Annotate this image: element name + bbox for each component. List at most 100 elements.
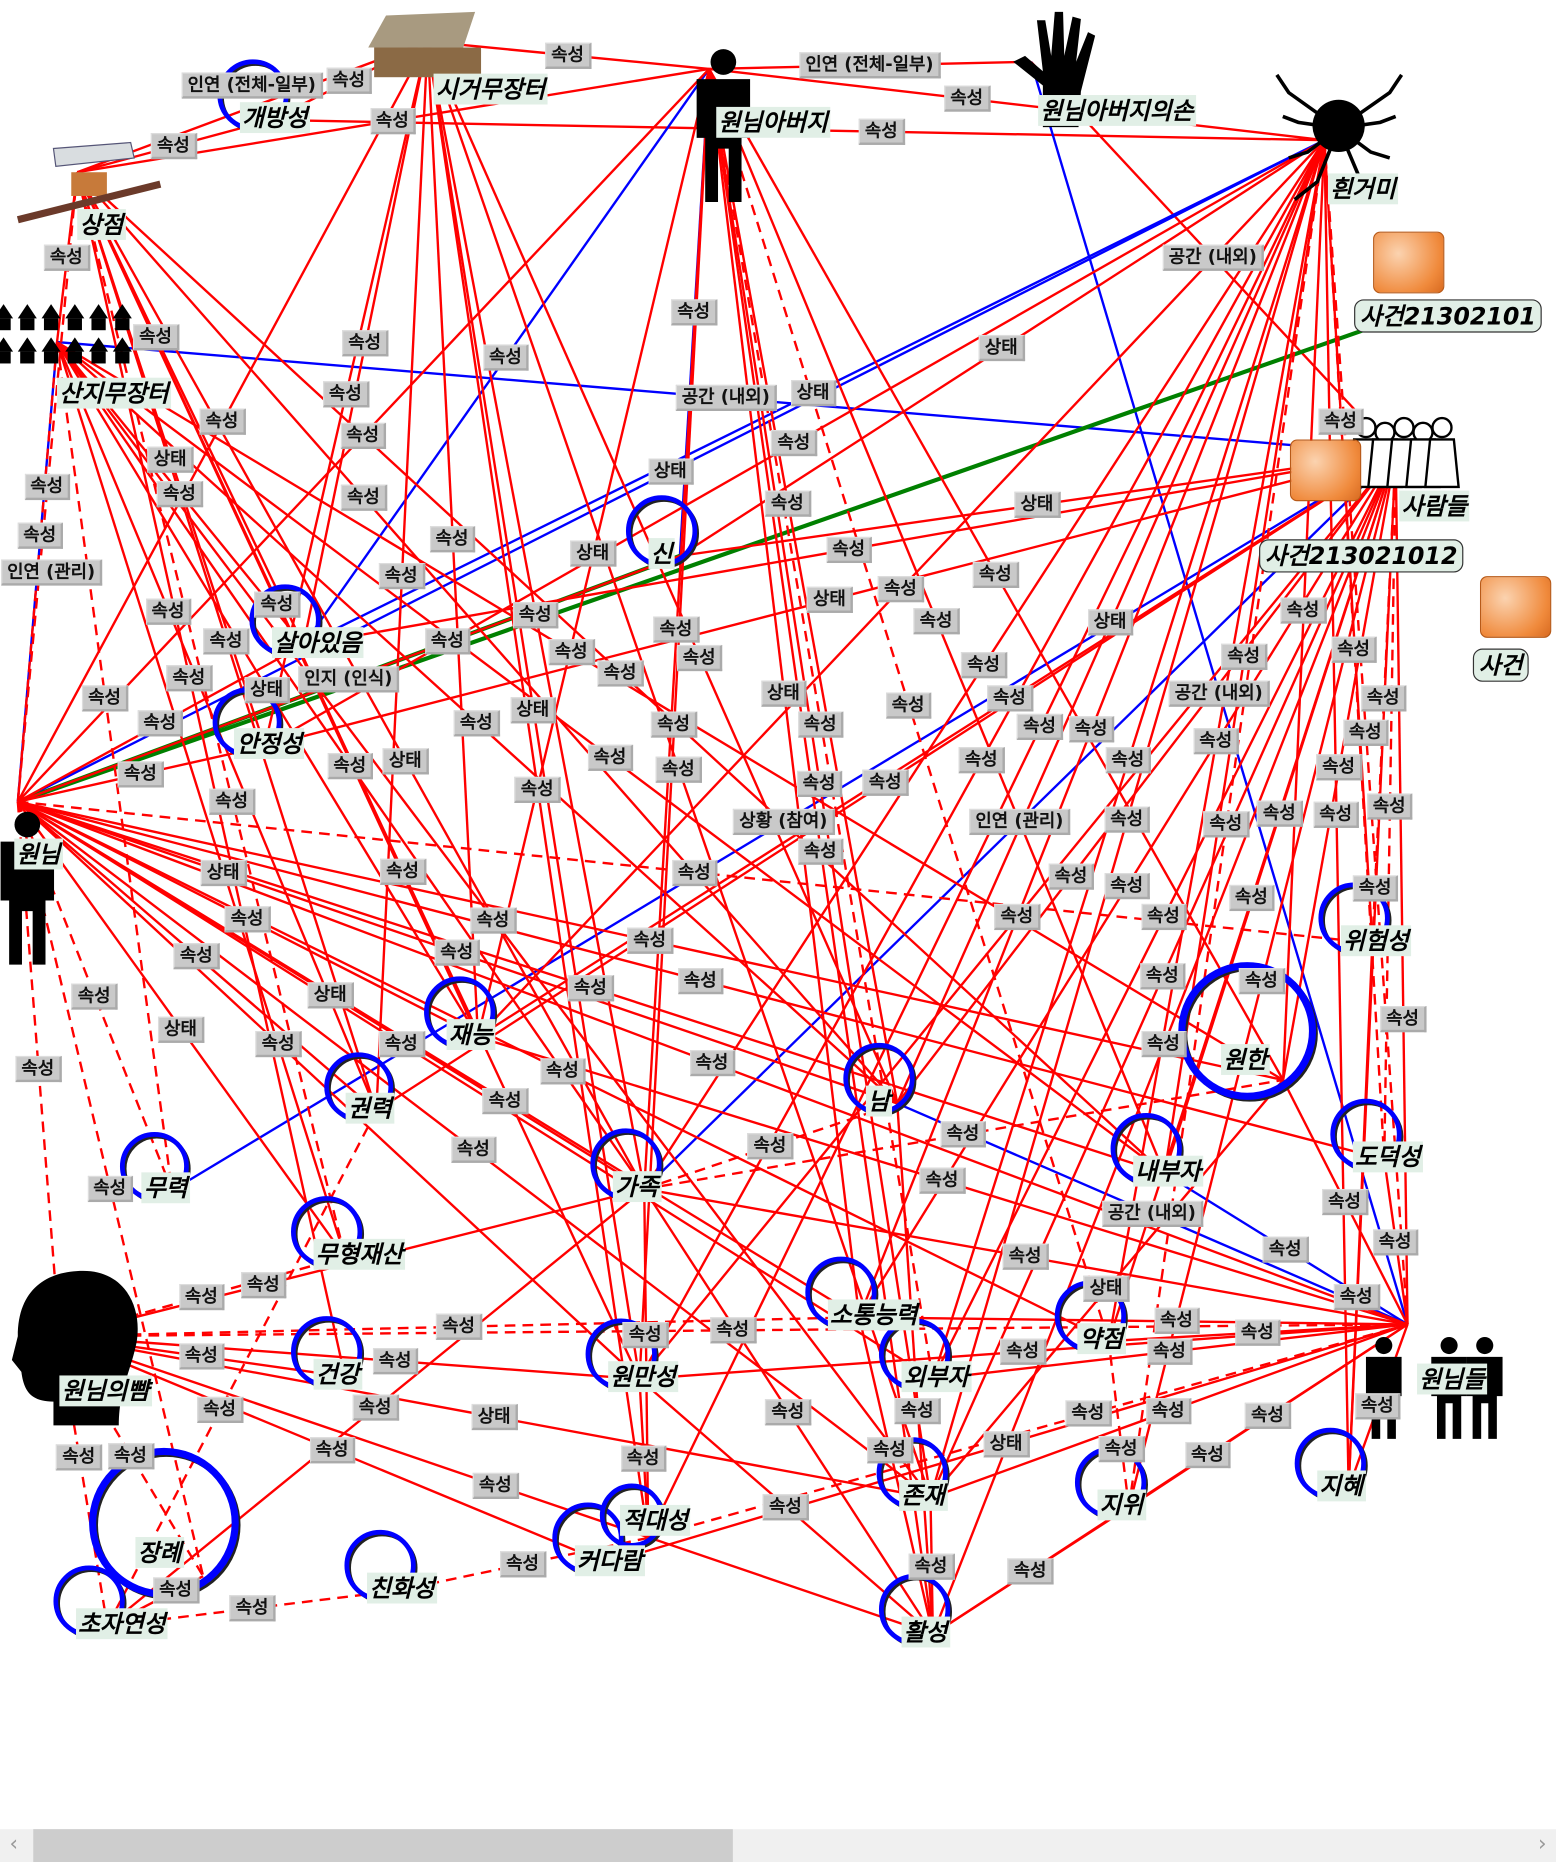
- edge-label: 상태: [471, 1403, 518, 1431]
- node-label-harmony[interactable]: 원만성: [607, 1360, 679, 1392]
- edge-label: 속성: [1221, 643, 1268, 670]
- node-label-talent[interactable]: 재능: [446, 1018, 495, 1050]
- edge-label: 속성: [765, 1398, 812, 1425]
- edge-label: 속성: [1000, 1338, 1047, 1365]
- edge-cheek-harmony: [59, 1335, 640, 1381]
- node-label-outsider[interactable]: 외부자: [901, 1360, 972, 1392]
- edge-label: 속성: [867, 1437, 913, 1464]
- node-label-health[interactable]: 건강: [313, 1358, 362, 1390]
- leg: [1337, 73, 1404, 130]
- node-label-intangible[interactable]: 무형재산: [313, 1238, 406, 1270]
- edge-label: 속성: [1147, 1338, 1193, 1365]
- edge-label: 공간 (내외): [675, 384, 777, 411]
- node-label-nam[interactable]: 남: [865, 1085, 893, 1117]
- node-label-status[interactable]: 지위: [1097, 1489, 1146, 1520]
- node-label-father[interactable]: 원님아버지: [716, 106, 831, 138]
- house-body: [0, 318, 11, 331]
- node-label-shop[interactable]: 상점: [77, 209, 126, 240]
- edge-label: 속성: [137, 710, 184, 737]
- edge-label: 속성: [689, 1050, 736, 1077]
- case-box-icon[interactable]: [1373, 231, 1445, 294]
- edge-label: 상황 (참여): [733, 809, 835, 836]
- case-label-case3[interactable]: 사건: [1472, 648, 1529, 682]
- edge-label: 속성: [369, 107, 416, 134]
- edge-label: 속성: [913, 608, 960, 635]
- node-label-big[interactable]: 커다람: [574, 1544, 645, 1576]
- edge-label: 속성: [500, 1551, 546, 1578]
- node-label-power[interactable]: 권력: [345, 1093, 395, 1125]
- node-label-wonnim[interactable]: 원님: [14, 838, 63, 870]
- node-label-insider[interactable]: 내부자: [1132, 1155, 1204, 1187]
- horizontal-scrollbar[interactable]: ‹ ›: [0, 1829, 1556, 1862]
- node-label-grudge[interactable]: 원한: [1221, 1044, 1270, 1075]
- node-label-exist[interactable]: 존재: [898, 1479, 948, 1511]
- edge-people-moral: [1383, 453, 1397, 1160]
- edge-label: 속성: [1380, 1006, 1427, 1033]
- node-label-cheek[interactable]: 원님의뺨: [59, 1375, 152, 1407]
- node-label-market[interactable]: 시거무장터: [433, 73, 548, 105]
- edge-label: 상태: [1087, 608, 1134, 635]
- edge-label: 속성: [1228, 884, 1275, 911]
- node-label-alive[interactable]: 살아있음: [271, 626, 364, 658]
- edge-label: 속성: [472, 1472, 519, 1499]
- edge-people-wonnims: [1394, 453, 1409, 1325]
- edge-label: 속성: [145, 598, 192, 625]
- edge-label: 상태: [647, 457, 694, 485]
- scroll-right-arrow-icon[interactable]: ›: [1537, 1831, 1547, 1857]
- edge-label: 속성: [436, 1313, 483, 1340]
- edge-label: 속성: [482, 1087, 529, 1114]
- node-label-comm[interactable]: 소통능력: [827, 1298, 920, 1330]
- node-label-village[interactable]: 산지무장터: [57, 377, 172, 409]
- node-label-funeral[interactable]: 장례: [135, 1537, 184, 1568]
- node-label-people[interactable]: 사람들: [1399, 490, 1470, 522]
- edge-label: 속성: [826, 536, 873, 563]
- edge-label: 상태: [570, 539, 617, 566]
- edge-status-weak: [1107, 1340, 1131, 1508]
- edge-label: 상태: [790, 379, 837, 406]
- case-label-case2[interactable]: 사건213021012: [1259, 539, 1464, 573]
- edge-wonnim-comm: [17, 800, 860, 1319]
- node-label-wisdom[interactable]: 지혜: [1317, 1470, 1366, 1501]
- house: [65, 337, 85, 352]
- node-label-wonnims[interactable]: 원님들: [1417, 1363, 1488, 1395]
- person-outline-body: [1424, 438, 1460, 489]
- node-label-openness[interactable]: 개방성: [239, 101, 311, 133]
- node-label-stable[interactable]: 안정성: [234, 728, 305, 760]
- edge-label: 상태: [200, 859, 247, 886]
- house-body: [0, 351, 11, 364]
- edge-label: 상태: [244, 676, 291, 703]
- edge-label: 속성: [653, 615, 700, 643]
- node-label-sin[interactable]: 신: [648, 537, 675, 569]
- node-label-active[interactable]: 활성: [901, 1616, 950, 1647]
- node-label-moral[interactable]: 도덕성: [1352, 1140, 1423, 1172]
- node-label-hostile[interactable]: 적대성: [620, 1504, 691, 1536]
- market-stall-icon: [368, 11, 482, 78]
- edge-label: 상태: [510, 697, 557, 724]
- node-label-spider[interactable]: 흰거미: [1327, 173, 1399, 205]
- edge-label: 속성: [429, 526, 476, 553]
- node-label-super[interactable]: 초자연성: [75, 1607, 168, 1639]
- node-label-danger[interactable]: 위험성: [1340, 924, 1412, 956]
- edge-label: 속성: [994, 903, 1041, 930]
- house-body: [67, 318, 82, 331]
- node-label-force[interactable]: 무력: [141, 1172, 191, 1204]
- spider-icon: [1275, 73, 1404, 201]
- edge-label: 속성: [424, 628, 471, 655]
- house-body: [43, 318, 59, 331]
- node-label-friendly[interactable]: 친화성: [366, 1572, 438, 1604]
- node-label-hand[interactable]: 원님아버지의손: [1038, 95, 1196, 126]
- edge-label: 속성: [340, 422, 387, 449]
- edge-label: 상태: [761, 680, 807, 707]
- node-label-family[interactable]: 가족: [612, 1170, 662, 1202]
- edge-people-danger: [1371, 453, 1397, 944]
- case-label-case1[interactable]: 사건21302101: [1354, 299, 1542, 333]
- node-label-weak[interactable]: 약점: [1077, 1322, 1126, 1354]
- person-icon: [0, 811, 55, 965]
- scroll-left-arrow-icon[interactable]: ‹: [9, 1831, 19, 1857]
- edge-label: 속성: [1048, 862, 1095, 890]
- house-body: [115, 318, 130, 331]
- edge-label: 속성: [341, 485, 387, 512]
- case-box-icon[interactable]: [1289, 439, 1362, 502]
- scrollbar-thumb[interactable]: [33, 1829, 734, 1862]
- case-box-icon[interactable]: [1479, 576, 1552, 638]
